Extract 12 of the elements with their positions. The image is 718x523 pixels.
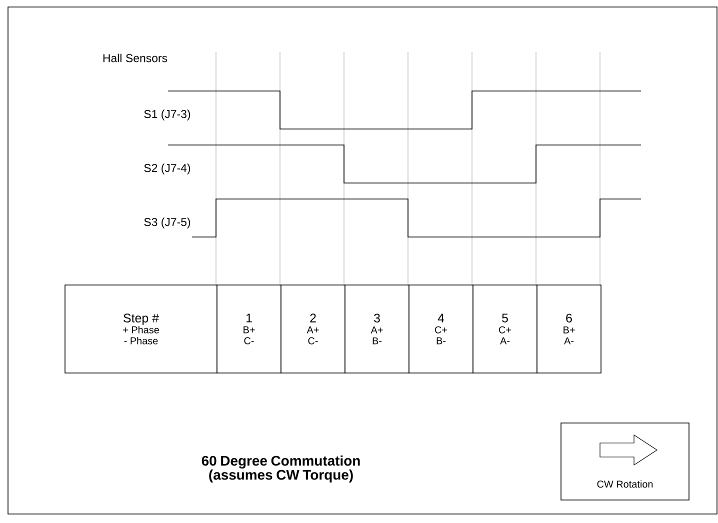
label: Hall Sensors: [103, 54, 168, 62]
table-cell: 3 A+ B-: [344, 284, 410, 374]
signal-label: S2 (J7-4): [144, 164, 190, 174]
table-cell: 1 B+ C-: [216, 284, 282, 374]
table-cell: 4 C+ B-: [408, 284, 474, 374]
signal-label: S3 (J7-5): [144, 218, 190, 228]
table-cell: 6 B+ A-: [536, 284, 602, 374]
signal-label: S1 (J7-3): [144, 110, 190, 120]
table-cell: 5 C+ A-: [472, 284, 538, 374]
table-cell: 2 A+ C-: [280, 284, 346, 374]
caption: 60 Degree Commutation (assumes CW Torque): [202, 455, 360, 483]
legend-box: CW Rotation: [560, 422, 690, 500]
